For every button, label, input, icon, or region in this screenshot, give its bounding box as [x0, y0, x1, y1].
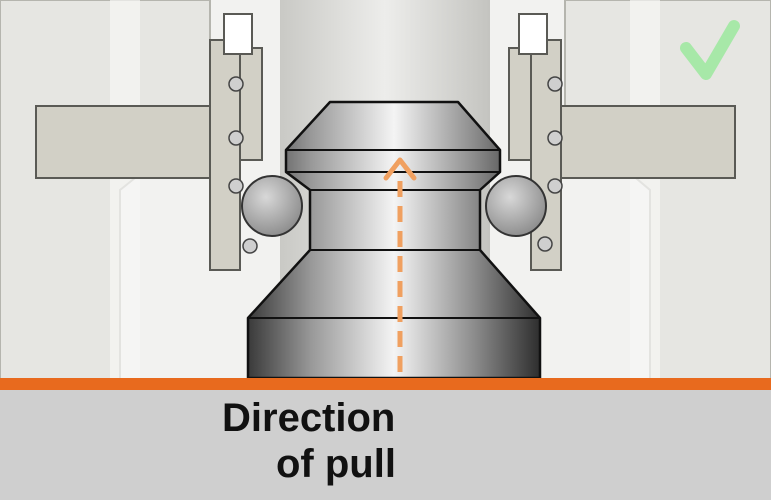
spring-slot-left: [223, 13, 253, 55]
surface: [0, 390, 771, 500]
small-ball: [547, 178, 563, 194]
small-ball: [228, 76, 244, 92]
arrow-up-icon: [383, 157, 417, 181]
housing-highlight-left: [110, 0, 140, 380]
caption-line-1: Direction: [222, 396, 396, 440]
small-ball: [537, 236, 553, 252]
housing-highlight-right: [630, 0, 660, 380]
small-ball: [242, 238, 258, 254]
spring-slot-right: [518, 13, 548, 55]
small-ball: [547, 130, 563, 146]
small-ball: [547, 76, 563, 92]
clamping-ball-left: [241, 175, 303, 237]
clamping-ball-right: [485, 175, 547, 237]
small-ball: [228, 130, 244, 146]
clamp-sleeve-right: [530, 39, 562, 271]
checkmark-icon: [680, 20, 740, 80]
small-ball: [228, 178, 244, 194]
caption-line-2: of pull: [276, 442, 396, 486]
clamp-sleeve-left: [209, 39, 241, 271]
surface-edge: [0, 378, 771, 390]
